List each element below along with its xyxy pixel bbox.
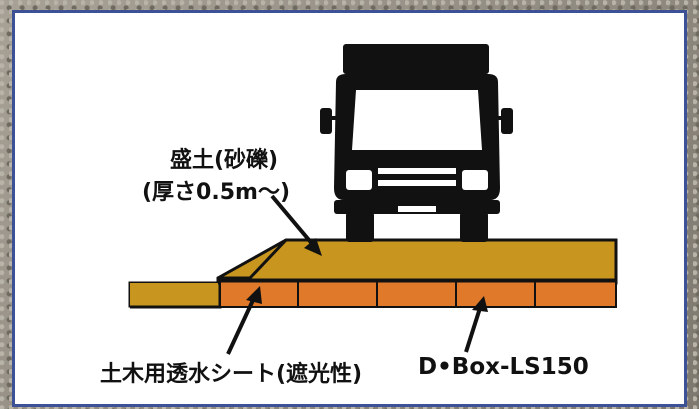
truck-front-icon xyxy=(320,44,513,242)
product-label: D•Box-LS150 xyxy=(418,354,589,380)
fill-label-line2: (厚さ0.5m〜) xyxy=(142,180,291,205)
dbox-row xyxy=(219,279,617,308)
fill-label-line1: 盛土(砂礫) xyxy=(170,148,279,173)
sheet-label: 土木用透水シート(遮光性) xyxy=(100,362,363,387)
arrow-icon xyxy=(226,194,488,355)
left-ground-strip xyxy=(130,283,220,307)
